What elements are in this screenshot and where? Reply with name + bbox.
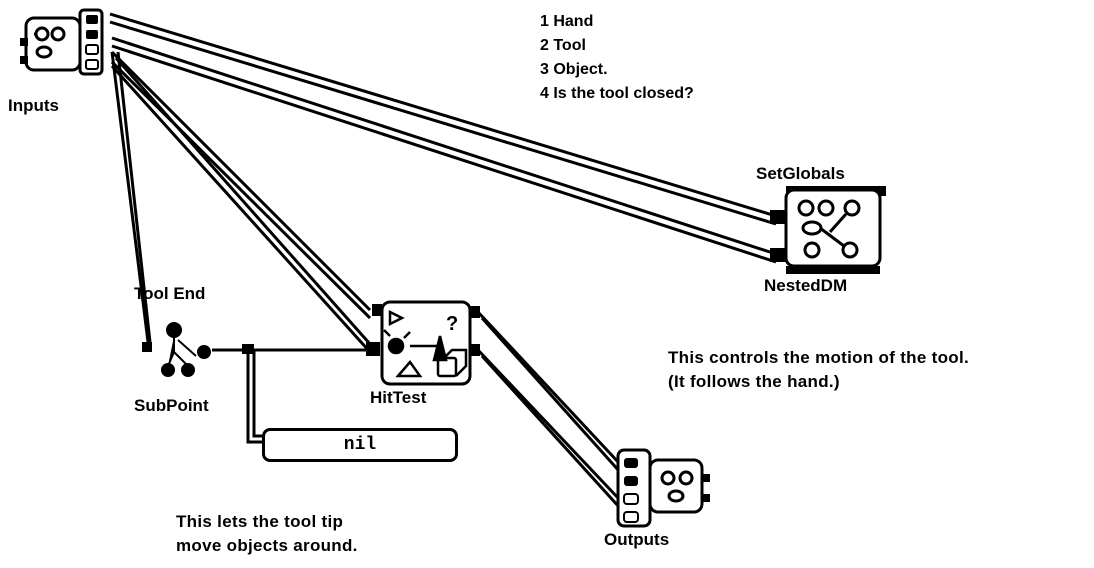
inputs-port-strip [78,8,104,76]
outputs-glyph-icon [660,470,694,503]
tip-note-line: This lets the tool tip [176,512,344,531]
hittest-label: HitTest [370,388,427,407]
subpoint-label: SubPoint [134,396,209,415]
hittest-glyph-icon: ? [383,309,468,378]
inputs-node[interactable] [20,8,104,76]
inputs-glyph-icon [34,26,66,59]
nesteddm-label: NestedDM [764,276,848,295]
outputs-label: Outputs [604,530,670,549]
inputs-label: Inputs [8,96,59,115]
wire-tool-to-hittest-b[interactable] [110,57,372,354]
outputs-ports[interactable] [623,458,639,523]
legend-item: 1 Hand [540,13,594,30]
legend-item: 4 Is the tool closed? [540,85,694,102]
hittest-node[interactable]: ? [366,300,480,386]
wire-hittest-to-outputs-b[interactable] [476,348,622,510]
network-glyph-icon [797,199,861,259]
inputs-ports[interactable] [85,15,99,70]
legend-item: 3 Object. [540,61,608,78]
wire-hittest-to-outputs-a[interactable] [476,310,622,474]
subpoint-glyph-icon [161,322,211,377]
svg-text:?: ? [446,313,458,335]
nil-value: nil [343,435,377,455]
tip-note-line: move objects around. [176,536,358,555]
motion-note-line: (It follows the hand.) [668,372,840,391]
nesteddm-node[interactable] [770,186,886,274]
wire-tool-to-subpoint[interactable] [110,51,152,343]
wire-tool-to-hittest-a[interactable] [110,50,372,320]
wire-object-to-nesteddm[interactable] [111,36,777,264]
subpoint-node[interactable] [142,322,254,377]
motion-note-line: This controls the motion of the tool. [668,348,970,367]
inputs-body [24,16,82,72]
tip-note: This lets the tool tip move objects arou… [176,510,358,558]
motion-note: This controls the motion of the tool. (I… [668,346,969,394]
nil-constant-box[interactable]: nil [262,428,458,462]
wire-hand-to-setglobals[interactable] [109,12,777,226]
setglobals-label: SetGlobals [756,164,845,183]
port-legend: 1 Hand 2 Tool 3 Object. 4 Is the tool cl… [540,10,694,106]
outputs-node[interactable] [616,448,710,528]
legend-item: 2 Tool [540,37,586,54]
wire-subpoint-to-nil[interactable] [246,350,262,444]
tool-end-label: Tool End [134,284,206,303]
